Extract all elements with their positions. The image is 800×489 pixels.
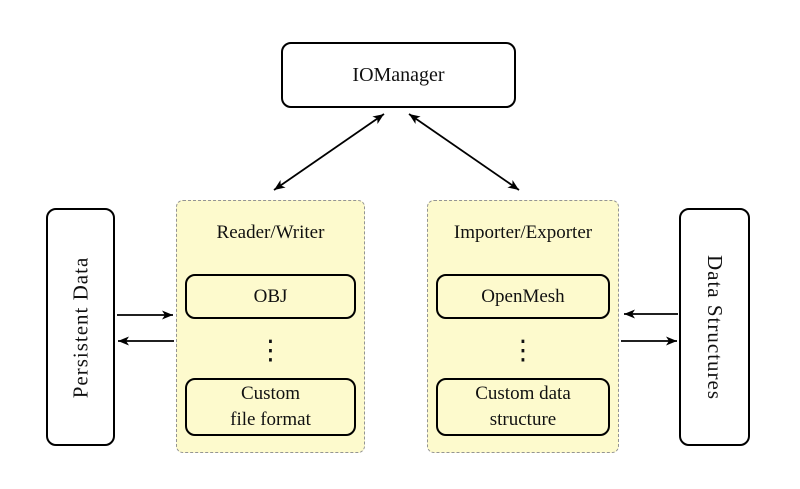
custom-file-format-line2: file format — [230, 409, 311, 430]
vdots-reader-writer: ⋮ — [257, 335, 284, 366]
custom-data-structure-line1: Custom data — [475, 383, 571, 404]
vdots-importer-exporter: ⋮ — [509, 335, 537, 366]
reader-writer-title: Reader/Writer — [216, 222, 325, 243]
custom-data-structure-line2: structure — [489, 409, 557, 430]
custom-file-format-line1: Custom — [240, 383, 301, 404]
node-iomanager: IOManager — [281, 42, 516, 108]
importer-exporter-title: Importer/Exporter — [453, 222, 593, 243]
arrow-iomanager-readerwriter — [273, 113, 385, 191]
node-obj: OBJ — [185, 274, 356, 319]
panel-reader-writer: Reader/Writer OBJ ⋮ Custom file format — [176, 200, 365, 453]
node-custom-file-format: Custom file format — [185, 378, 356, 436]
openmesh-label: OpenMesh — [481, 285, 565, 307]
obj-label: OBJ — [253, 285, 288, 307]
node-data-structures: Data Structures — [679, 208, 750, 446]
panel-importer-exporter: Importer/Exporter OpenMesh ⋮ Custom data… — [427, 200, 619, 453]
node-openmesh: OpenMesh — [436, 274, 610, 319]
node-persistent-data: Persistent Data — [46, 208, 115, 446]
node-custom-data-structure: Custom data structure — [436, 378, 610, 436]
iomanager-label: IOManager — [352, 63, 445, 86]
persistent-data-label: Persistent Data — [68, 256, 92, 398]
arrow-iomanager-importerexporter — [408, 113, 520, 191]
data-structures-label: Data Structures — [703, 254, 728, 400]
